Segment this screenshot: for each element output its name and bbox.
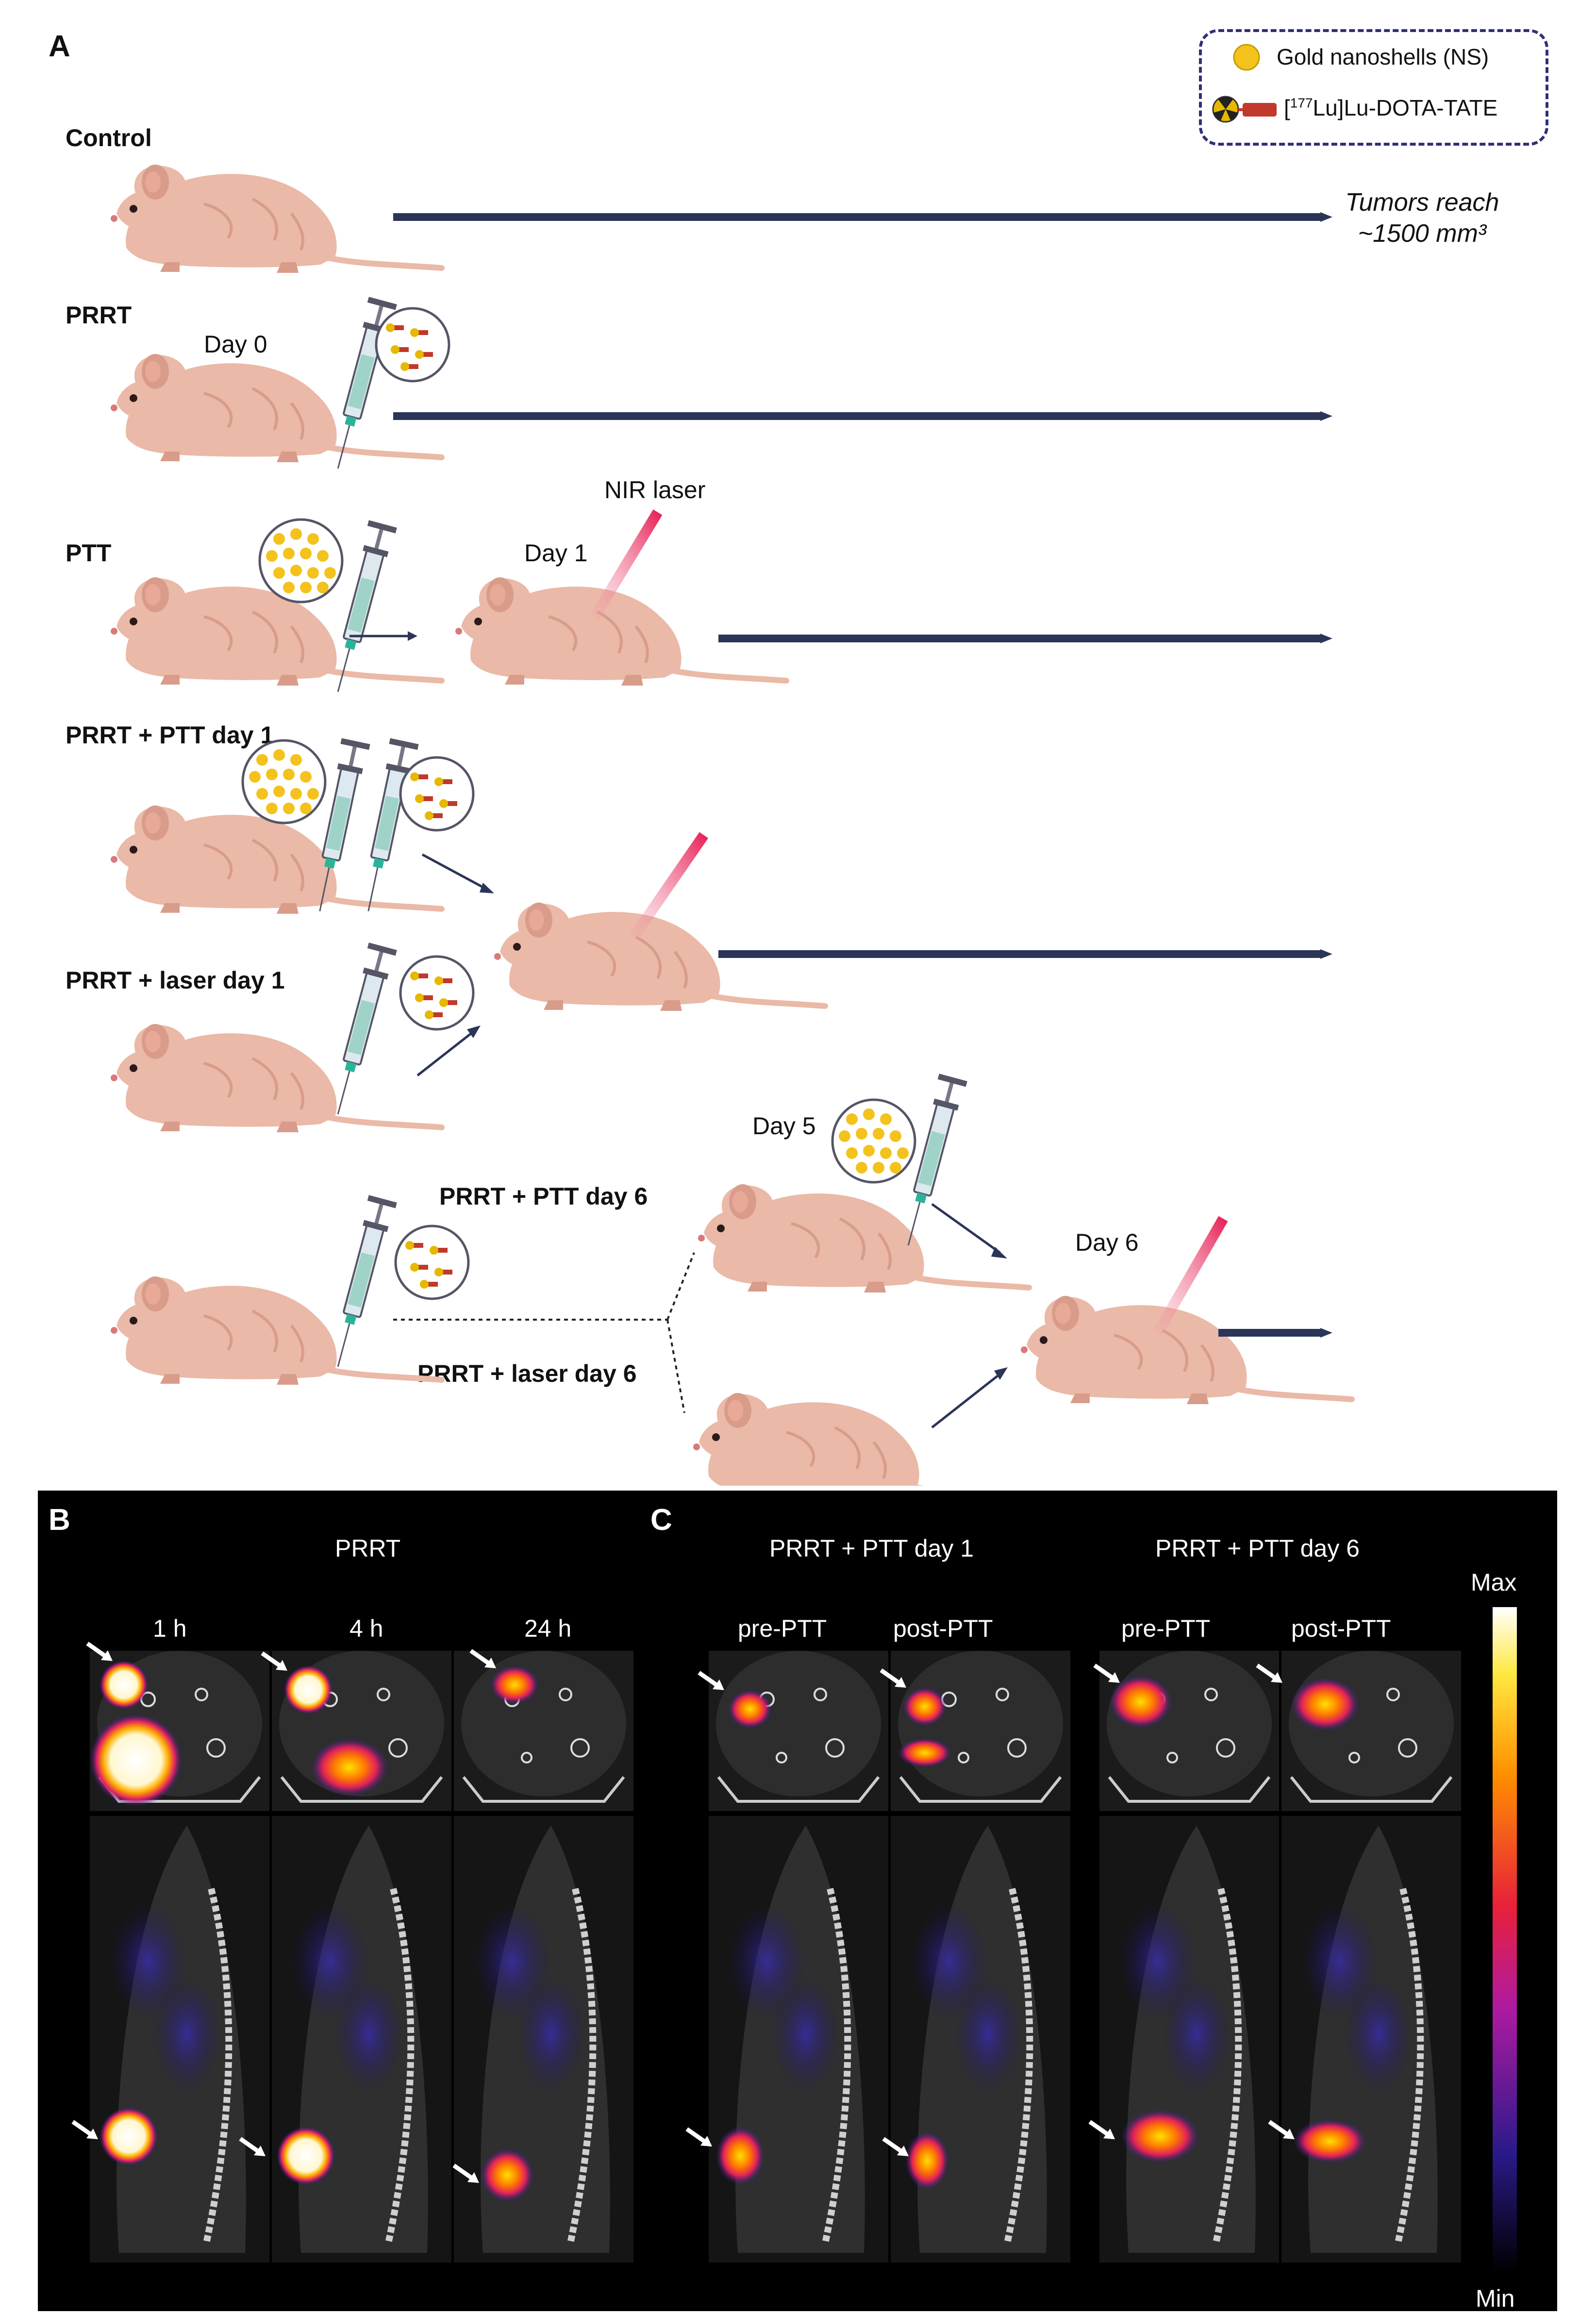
day6-label: Day 6 bbox=[1075, 1229, 1139, 1256]
panel-c-sub3: pre-PTT bbox=[1121, 1615, 1211, 1642]
panel-c-sub4: post-PTT bbox=[1291, 1615, 1391, 1642]
legend-label-radioligand: [177Lu]Lu-DOTA-TATE bbox=[1284, 95, 1498, 120]
gold-nanoshell-icon bbox=[1233, 44, 1260, 71]
panel-c-group2: PRRT + PTT day 6 bbox=[1155, 1535, 1360, 1562]
colorbar-max-label: Max bbox=[1471, 1569, 1517, 1596]
radioligand-icon bbox=[1212, 96, 1277, 123]
group-label-prrt-ptt-day1: PRRT + PTT day 1 bbox=[66, 721, 274, 749]
nir-laser-label: NIR laser bbox=[604, 476, 706, 503]
panel-c-sub2: post-PTT bbox=[893, 1615, 993, 1642]
imaging-panel bbox=[38, 1491, 1557, 2311]
group-label-prrt-laser-day6: PRRT + laser day 6 bbox=[417, 1360, 637, 1387]
panel-b-tp-24h: 24 h bbox=[524, 1615, 572, 1642]
day0-label: Day 0 bbox=[204, 331, 267, 358]
panel-c-sub1: pre-PTT bbox=[738, 1615, 827, 1642]
panel-b-tp-4h: 4 h bbox=[349, 1615, 383, 1642]
panel-b-letter: B bbox=[49, 1503, 70, 1537]
day1-label: Day 1 bbox=[524, 539, 588, 567]
legend-box bbox=[1199, 29, 1548, 146]
panel-b-title: PRRT bbox=[335, 1535, 401, 1562]
panel-a-letter: A bbox=[49, 30, 70, 63]
panel-b-tp-1h: 1 h bbox=[153, 1615, 187, 1642]
colorbar-min-label: Min bbox=[1476, 2285, 1515, 2312]
legend-label-gold: Gold nanoshells (NS) bbox=[1277, 44, 1489, 69]
group-label-prrt: PRRT bbox=[66, 302, 132, 329]
group-label-prrt-laser-day1: PRRT + laser day 1 bbox=[66, 967, 285, 994]
panel-c-group1: PRRT + PTT day 1 bbox=[769, 1535, 974, 1562]
group-label-prrt-ptt-day6: PRRT + PTT day 6 bbox=[439, 1183, 648, 1210]
schematic-diagram bbox=[0, 44, 1596, 1486]
panel-c-letter: C bbox=[650, 1503, 672, 1537]
tumor-endpoint-label: Tumors reach ~1500 mm³ bbox=[1345, 188, 1499, 248]
day5-label: Day 5 bbox=[752, 1112, 816, 1140]
group-label-control: Control bbox=[66, 124, 152, 151]
group-label-ptt: PTT bbox=[66, 539, 112, 567]
